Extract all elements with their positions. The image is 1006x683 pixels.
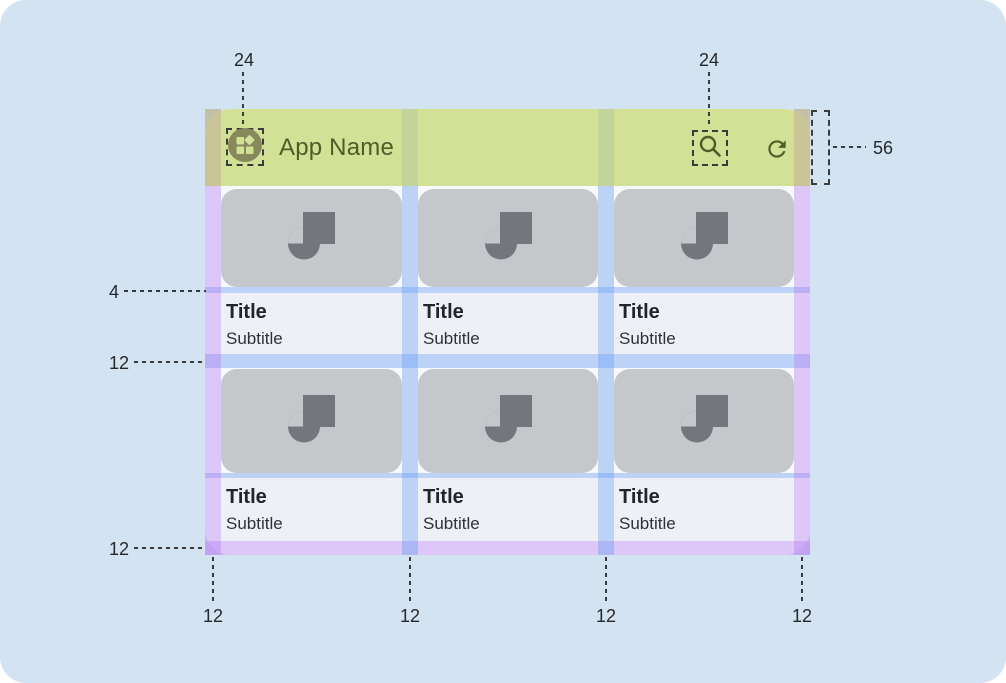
appbar-gutter-tint (402, 109, 418, 186)
title-gap-band (205, 473, 810, 478)
app-grid-icon[interactable] (228, 127, 262, 167)
card-image[interactable] (418, 189, 598, 287)
card-text[interactable]: Title Subtitle (614, 293, 794, 354)
annotation-icon-size-right: 24 (698, 50, 720, 70)
annotation-column-marker: 12 (202, 606, 224, 626)
card-title: Title (619, 301, 660, 323)
app-icon-measure-box (226, 127, 264, 167)
row-gutter-band (205, 354, 810, 368)
card-subtitle: Subtitle (619, 329, 676, 348)
card-text[interactable]: Title Subtitle (418, 293, 598, 354)
image-placeholder-icon (680, 394, 728, 448)
refresh-icon[interactable] (764, 136, 790, 162)
title-gap-band (205, 287, 810, 293)
annotation-row-gutter: 12 (108, 353, 129, 373)
card-title: Title (619, 486, 660, 508)
image-placeholder-icon (484, 394, 532, 448)
annotation-icon-size-left: 24 (233, 50, 255, 70)
measure-line (134, 361, 206, 363)
bottom-margin-band (205, 541, 810, 555)
card-subtitle: Subtitle (226, 329, 283, 348)
left-margin-band (205, 186, 221, 555)
annotation-title-gap: 4 (108, 282, 119, 302)
card-image[interactable] (221, 189, 402, 287)
card-image[interactable] (614, 369, 794, 473)
appbar-height-bracket (811, 110, 830, 185)
column-gutter-band (402, 186, 418, 555)
card-text[interactable]: Title Subtitle (221, 478, 402, 541)
card-image[interactable] (418, 369, 598, 473)
image-placeholder-icon (484, 211, 532, 265)
measure-line (708, 72, 710, 128)
image-placeholder-icon (288, 211, 335, 265)
appbar-margin-tint (205, 109, 221, 186)
top-app-bar: App Name (205, 109, 810, 186)
card-title: Title (423, 486, 464, 508)
card-subtitle: Subtitle (423, 514, 480, 533)
annotation-column-marker: 12 (399, 606, 421, 626)
card-subtitle: Subtitle (619, 514, 676, 533)
measure-line (409, 557, 411, 601)
card-subtitle: Subtitle (423, 329, 480, 348)
measure-line (242, 72, 244, 128)
image-placeholder-icon (680, 211, 728, 265)
annotation-appbar-height: 56 (873, 138, 894, 158)
search-icon-measure-box (692, 130, 728, 166)
appbar-margin-tint (794, 109, 810, 186)
app-name-title: App Name (279, 133, 394, 161)
measure-line (833, 146, 866, 148)
search-icon[interactable] (697, 133, 723, 164)
card-text[interactable]: Title Subtitle (614, 478, 794, 541)
annotation-column-marker: 12 (595, 606, 617, 626)
measure-line (134, 547, 206, 549)
card-title: Title (226, 301, 267, 323)
app-mockup: Title Subtitle Title Subtitle Title Subt… (205, 109, 810, 555)
annotation-bottom-margin: 12 (108, 539, 129, 559)
measure-line (605, 557, 607, 601)
card-subtitle: Subtitle (226, 514, 283, 533)
right-margin-band (794, 186, 810, 555)
card-text[interactable]: Title Subtitle (418, 478, 598, 541)
annotation-column-marker: 12 (791, 606, 813, 626)
card-text[interactable]: Title Subtitle (221, 293, 402, 354)
measure-line (801, 557, 803, 601)
card-title: Title (226, 486, 267, 508)
measure-line (124, 290, 206, 292)
measure-line (212, 557, 214, 601)
card-image[interactable] (221, 369, 402, 473)
card-image[interactable] (614, 189, 794, 287)
card-title: Title (423, 301, 464, 323)
column-gutter-band (598, 186, 614, 555)
appbar-gutter-tint (598, 109, 614, 186)
image-placeholder-icon (288, 394, 335, 448)
